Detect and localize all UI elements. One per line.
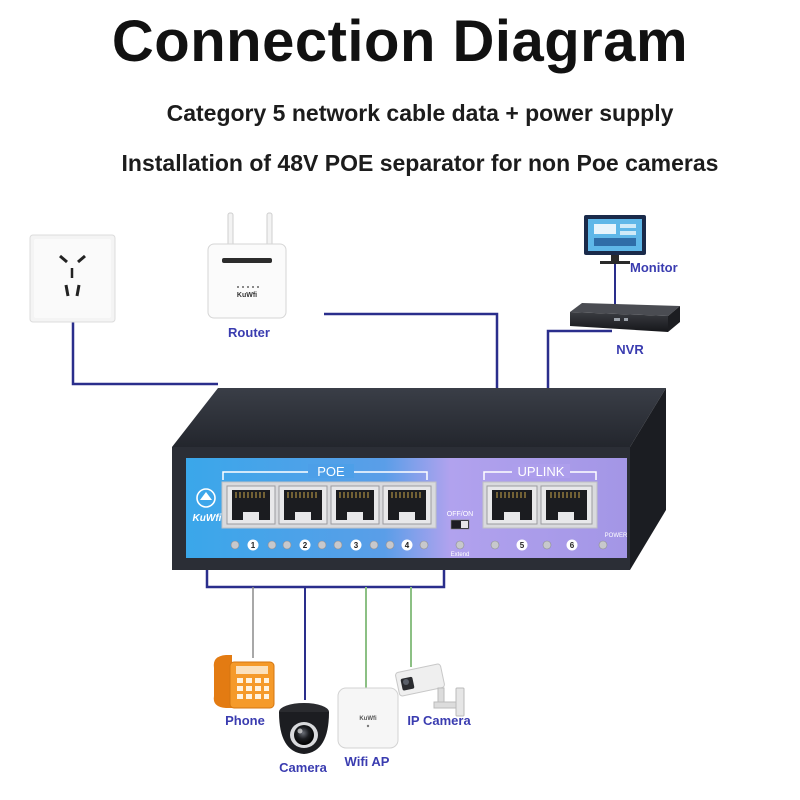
- wifi-ap-label: Wifi AP: [345, 754, 390, 769]
- port-number-badges: [247, 539, 578, 551]
- port-number-3: 3: [354, 541, 359, 550]
- rj45-port-2[interactable]: [278, 485, 328, 525]
- subtitle-cable: Category 5 network cable data + power su…: [166, 100, 674, 126]
- subtitle-poe-separator: Installation of 48V POE separator for no…: [121, 150, 719, 176]
- switch-brand-text: KuWfi: [193, 513, 222, 524]
- ip-camera-label: IP Camera: [407, 713, 471, 728]
- rj45-port-4[interactable]: [382, 485, 432, 525]
- ip-camera-device: [395, 663, 465, 717]
- port-number-6: 6: [570, 541, 575, 550]
- wifi-ap-brand-logo: KuWfi: [359, 716, 377, 722]
- wall-socket: [29, 234, 116, 323]
- nvr-label: NVR: [616, 342, 644, 357]
- rj45-port-5[interactable]: [486, 485, 538, 525]
- cables: [71, 312, 612, 700]
- port-leds: [230, 540, 608, 550]
- monitor-device: [584, 215, 646, 264]
- extend-toggle-switch[interactable]: [450, 519, 470, 530]
- uplink-group-bracket: UPLINK: [483, 464, 597, 480]
- rj45-port-6[interactable]: [540, 485, 593, 525]
- poe-group-label: POE: [317, 464, 345, 479]
- dome-camera-device: [279, 703, 329, 754]
- nvr-device: [570, 303, 680, 332]
- phone-device: [213, 655, 275, 709]
- kuwfi-logo: KuWfi: [193, 488, 222, 524]
- router-brand-logo: KuWfi: [237, 292, 257, 299]
- extend-label: Extend: [451, 552, 470, 558]
- camera-label: Camera: [279, 760, 327, 775]
- phone-label: Phone: [225, 713, 265, 728]
- uplink-group-label: UPLINK: [518, 464, 565, 479]
- cable-poe-bracket: [205, 560, 446, 589]
- router-device: KuWfi: [207, 212, 287, 319]
- off-on-label: OFF/ON: [447, 511, 473, 518]
- poe-switch: KuWfi POE UPLINK: [172, 388, 666, 570]
- power-label: POWER: [605, 533, 628, 539]
- port-number-1: 1: [251, 541, 256, 550]
- diagram-title: Connection Diagram: [111, 9, 689, 74]
- port-number-4: 4: [405, 541, 410, 550]
- port-number-2: 2: [303, 541, 308, 550]
- cable-socket-to-switch: [71, 322, 218, 386]
- rj45-port-1[interactable]: [226, 485, 276, 525]
- rj45-port-3[interactable]: [330, 485, 380, 525]
- wifi-ap-device: KuWfi: [337, 687, 399, 749]
- poe-group-bracket: POE: [222, 464, 428, 480]
- port-number-5: 5: [520, 541, 525, 550]
- router-label: Router: [228, 325, 270, 340]
- monitor-label: Monitor: [630, 260, 678, 275]
